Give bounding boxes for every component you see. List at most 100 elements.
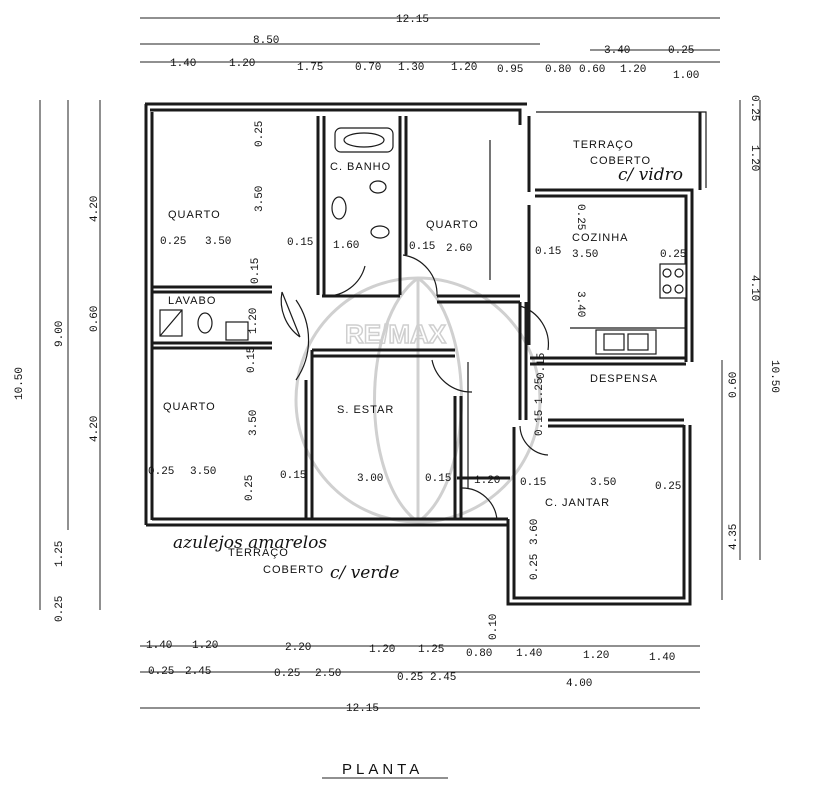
- handwritten-azulejos: azulejos amarelos: [173, 533, 327, 553]
- dim-top-025: 0.25: [668, 45, 694, 57]
- dim-label: 0.15: [250, 258, 262, 284]
- dim-right-410: 4.10: [748, 275, 760, 301]
- bidet-icon: [370, 225, 390, 239]
- dim-top-850: 8.50: [253, 35, 279, 47]
- lavabo-sink-icon: [225, 321, 249, 341]
- dim-top-row: 0.80: [545, 64, 571, 76]
- dim-bottom-row1: 1.20: [583, 650, 609, 662]
- dim-left-025: 0.25: [54, 596, 66, 622]
- dim-label: 0.25: [655, 481, 681, 493]
- dim-label: 3.00: [357, 473, 383, 485]
- dim-label: 0.15: [425, 473, 451, 485]
- dim-bottom-total: 12.15: [346, 703, 379, 715]
- dimension-numbers: 12.15 8.50 3.40 0.25 1.40 1.20 1.75 0.70…: [14, 14, 780, 715]
- dim-label: 1.25: [534, 378, 546, 404]
- room-coberto-bottom: COBERTO: [263, 564, 324, 576]
- dim-right-435: 4.35: [728, 524, 740, 550]
- dim-right-060: 0.60: [728, 372, 740, 398]
- room-lavabo: LAVABO: [168, 295, 216, 307]
- dim-left-420: 4.20: [89, 416, 101, 442]
- room-quarto-3: QUARTO: [163, 401, 216, 413]
- dim-bottom-row1: 2.20: [285, 642, 311, 654]
- dim-label: 0.15: [287, 237, 313, 249]
- dim-label: 3.50: [254, 186, 266, 212]
- dim-label: 3.40: [574, 291, 586, 317]
- dim-right-1050: 10.50: [768, 360, 780, 393]
- dim-left-900: 9.00: [54, 321, 66, 347]
- dim-label: 1.20: [248, 308, 260, 334]
- dim-label: 3.60: [529, 519, 541, 545]
- room-dimensions: 0.25 3.50 3.50 0.25 0.15 1.60 0.15 2.60 …: [148, 121, 686, 580]
- dim-right-025: 0.25: [748, 95, 760, 121]
- dim-label: 0.15: [536, 353, 548, 379]
- dim-top-row: 1.00: [673, 70, 699, 82]
- kitchen-fixtures: [570, 263, 687, 355]
- dim-top-row: 0.60: [579, 64, 605, 76]
- dim-left-outer: 10.50: [14, 367, 26, 400]
- room-labels: QUARTO C. BANHO QUARTO TERRAÇO COBERTO c…: [163, 139, 683, 583]
- dim-top-row: 1.20: [451, 62, 477, 74]
- exterior-walls: [144, 102, 707, 606]
- dim-top-total: 12.15: [396, 14, 429, 26]
- plan-title: PLANTA: [342, 761, 423, 778]
- dim-top-row: 1.40: [170, 58, 196, 70]
- dim-right-120: 1.20: [748, 145, 760, 171]
- lavabo-toilet-icon: [197, 312, 213, 334]
- dim-bottom-row2: 2.50: [315, 668, 341, 680]
- dim-left-060: 0.60: [89, 306, 101, 332]
- dim-label: 3.50: [248, 410, 260, 436]
- dim-top-row: 1.30: [398, 62, 424, 74]
- dim-label: 1.20: [474, 475, 500, 487]
- dim-label: 0.15: [280, 470, 306, 482]
- dim-label: 0.25: [160, 236, 186, 248]
- dim-label: 1.60: [333, 240, 359, 252]
- room-despensa: DESPENSA: [590, 373, 658, 385]
- dim-top-340: 3.40: [604, 45, 630, 57]
- dim-bottom-row2: 4.00: [566, 678, 592, 690]
- dim-label: 0.25: [529, 554, 541, 580]
- handwritten-c-verde: c/ verde: [330, 563, 399, 583]
- title-block: PLANTA: [322, 761, 448, 779]
- dim-bottom-row1: 1.20: [192, 640, 218, 652]
- dim-label: 0.15: [535, 246, 561, 258]
- room-terraco-bottom: TERRAÇO: [228, 547, 289, 559]
- room-terraco-top: TERRAÇO: [573, 139, 634, 151]
- interior-walls: [152, 116, 686, 519]
- handwritten-c-vidro: c/ vidro: [618, 165, 683, 185]
- door-swings: [280, 140, 550, 521]
- dim-bottom-row1: 0.80: [466, 648, 492, 660]
- room-c-jantar: C. JANTAR: [545, 497, 610, 509]
- dim-label: 3.50: [190, 466, 216, 478]
- dimension-lines: [39, 17, 761, 709]
- dim-label: 0.25: [660, 249, 686, 261]
- dim-label: 0.15: [534, 410, 546, 436]
- dim-top-row: 0.70: [355, 62, 381, 74]
- dim-label: 0.15: [409, 241, 435, 253]
- dim-bottom-row2: 0.25: [274, 668, 300, 680]
- dim-label: 2.60: [446, 243, 472, 255]
- dim-label: 0.25: [254, 121, 266, 147]
- dim-top-row: 1.20: [229, 58, 255, 70]
- dim-top-row: 1.20: [620, 64, 646, 76]
- dim-bottom-010: 0.10: [488, 614, 500, 640]
- dim-label: 0.25: [148, 466, 174, 478]
- dim-bottom-row2: 2.45: [185, 666, 211, 678]
- room-s-estar: S. ESTAR: [337, 404, 394, 416]
- bathroom-fixtures: [159, 127, 394, 341]
- dim-label: 3.50: [572, 249, 598, 261]
- dim-bottom-row2: 2.45: [430, 672, 456, 684]
- room-coberto-top: COBERTO: [590, 155, 651, 167]
- dim-label: 0.15: [246, 347, 258, 373]
- dim-top-row: 0.95: [497, 64, 523, 76]
- dim-label: 0.25: [574, 204, 586, 230]
- dim-label: 0.15: [520, 477, 546, 489]
- dim-bottom-row2: 0.25: [148, 666, 174, 678]
- dim-left-125: 1.25: [54, 541, 66, 567]
- room-c-banho: C. BANHO: [330, 161, 391, 173]
- dim-bottom-row1: 1.40: [649, 652, 675, 664]
- dim-top-row: 1.75: [297, 62, 323, 74]
- room-cozinha: COZINHA: [572, 232, 629, 244]
- dim-bottom-row1: 1.20: [369, 644, 395, 656]
- dim-bottom-row1: 1.40: [516, 648, 542, 660]
